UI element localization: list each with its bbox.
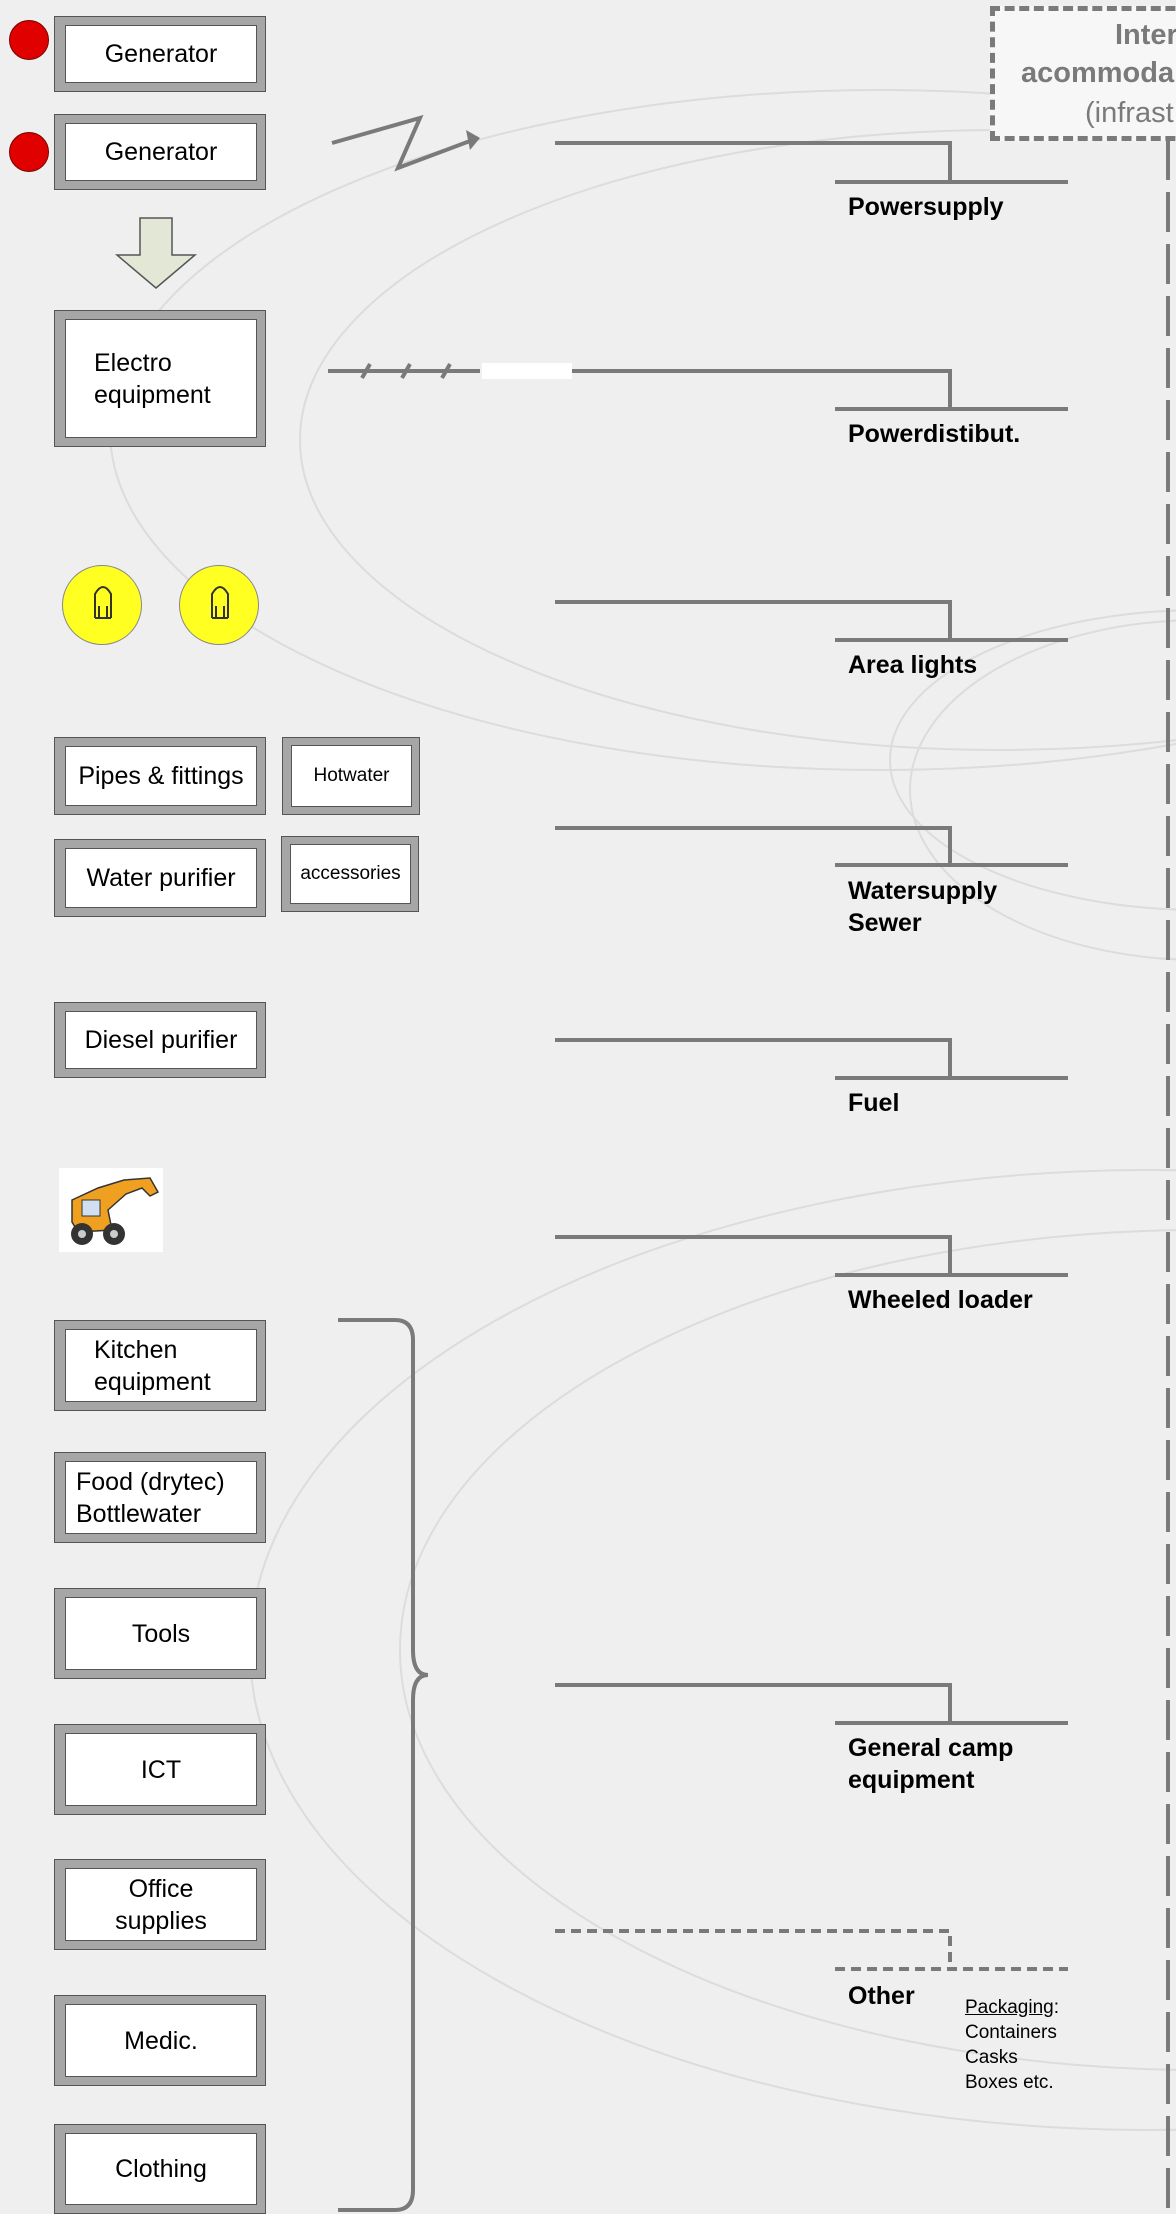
accessories-box: accessories [281, 836, 419, 912]
clothing-label: Clothing [65, 2133, 257, 2205]
kitchen-equipment-label: Kitchen equipment [65, 1329, 257, 1402]
connector-fuel [555, 1038, 1068, 1080]
category-powersupply: Powersupply [848, 193, 1004, 221]
light-bulb-icon [179, 565, 259, 645]
packaging-note: Packaging: Containers Casks Boxes etc. [965, 1995, 1059, 2095]
hotwater-label: Hotwater [291, 745, 412, 807]
accessories-label: accessories [290, 844, 411, 904]
header-line2: acommoda [1021, 57, 1175, 89]
food-box: Food (drytec) Bottlewater [54, 1452, 266, 1543]
water-purifier-box: Water purifier [54, 839, 266, 917]
connector-powerdist [555, 369, 1068, 411]
brace-icon [338, 1318, 429, 2212]
connector-watersupply [555, 826, 1068, 867]
category-powerdist: Powerdistibut. [848, 420, 1021, 448]
down-arrow-icon [114, 217, 198, 289]
generator-1-label: Generator [65, 25, 257, 83]
header-line3: (infrast [1085, 97, 1174, 129]
electro-equipment-label: Electro equipment [65, 319, 257, 438]
packaging-item: Casks [965, 2047, 1018, 2068]
packaging-heading: Packaging [965, 1997, 1054, 2018]
connector-general-camp [555, 1683, 1068, 1725]
category-watersupply: Watersupply Sewer [848, 877, 998, 937]
generator-2-label: Generator [65, 123, 257, 181]
packaging-colon: : [1053, 1997, 1060, 2018]
wheel-loader-icon [59, 1168, 163, 1252]
status-dot-generator-2 [9, 132, 49, 172]
medic-label: Medic. [65, 2004, 257, 2077]
pipes-fittings-label: Pipes & fittings [65, 746, 257, 806]
category-general-camp: General camp equipment [848, 1734, 1014, 1794]
generator-1-box: Generator [54, 16, 266, 92]
pipes-fittings-box: Pipes & fittings [54, 737, 266, 815]
category-other: Other [848, 1982, 915, 2010]
office-supplies-box: Office supplies [54, 1859, 266, 1950]
status-dot-generator-1 [9, 20, 49, 60]
office-supplies-label: Office supplies [65, 1868, 257, 1941]
connector-area-lights [555, 600, 1068, 642]
medic-box: Medic. [54, 1995, 266, 2086]
kitchen-equipment-box: Kitchen equipment [54, 1320, 266, 1411]
clothing-box: Clothing [54, 2124, 266, 2214]
tools-label: Tools [65, 1597, 257, 1670]
packaging-item: Containers [965, 2022, 1057, 2043]
light-bulb-icon [62, 565, 142, 645]
lightning-icon [331, 114, 479, 172]
generator-2-box: Generator [54, 114, 266, 190]
electro-equipment-box: Electro equipment [54, 310, 266, 447]
packaging-item: Boxes etc. [965, 2072, 1054, 2093]
connector-other [555, 1929, 1068, 1971]
connector-wheeled-loader [555, 1235, 1068, 1277]
header-box: Inter acommoda (infrast [990, 6, 1176, 141]
ict-box: ICT [54, 1724, 266, 1815]
category-fuel: Fuel [848, 1089, 900, 1117]
water-purifier-label: Water purifier [65, 848, 257, 908]
diesel-purifier-box: Diesel purifier [54, 1002, 266, 1078]
food-label: Food (drytec) Bottlewater [65, 1461, 257, 1534]
diesel-purifier-label: Diesel purifier [65, 1011, 257, 1069]
ict-label: ICT [65, 1733, 257, 1806]
category-area-lights: Area lights [848, 651, 978, 679]
category-wheeled-loader: Wheeled loader [848, 1286, 1033, 1314]
tools-box: Tools [54, 1588, 266, 1679]
header-line1: Inter [1115, 19, 1176, 51]
connector-powersupply [555, 141, 1068, 184]
hotwater-box: Hotwater [282, 737, 420, 815]
